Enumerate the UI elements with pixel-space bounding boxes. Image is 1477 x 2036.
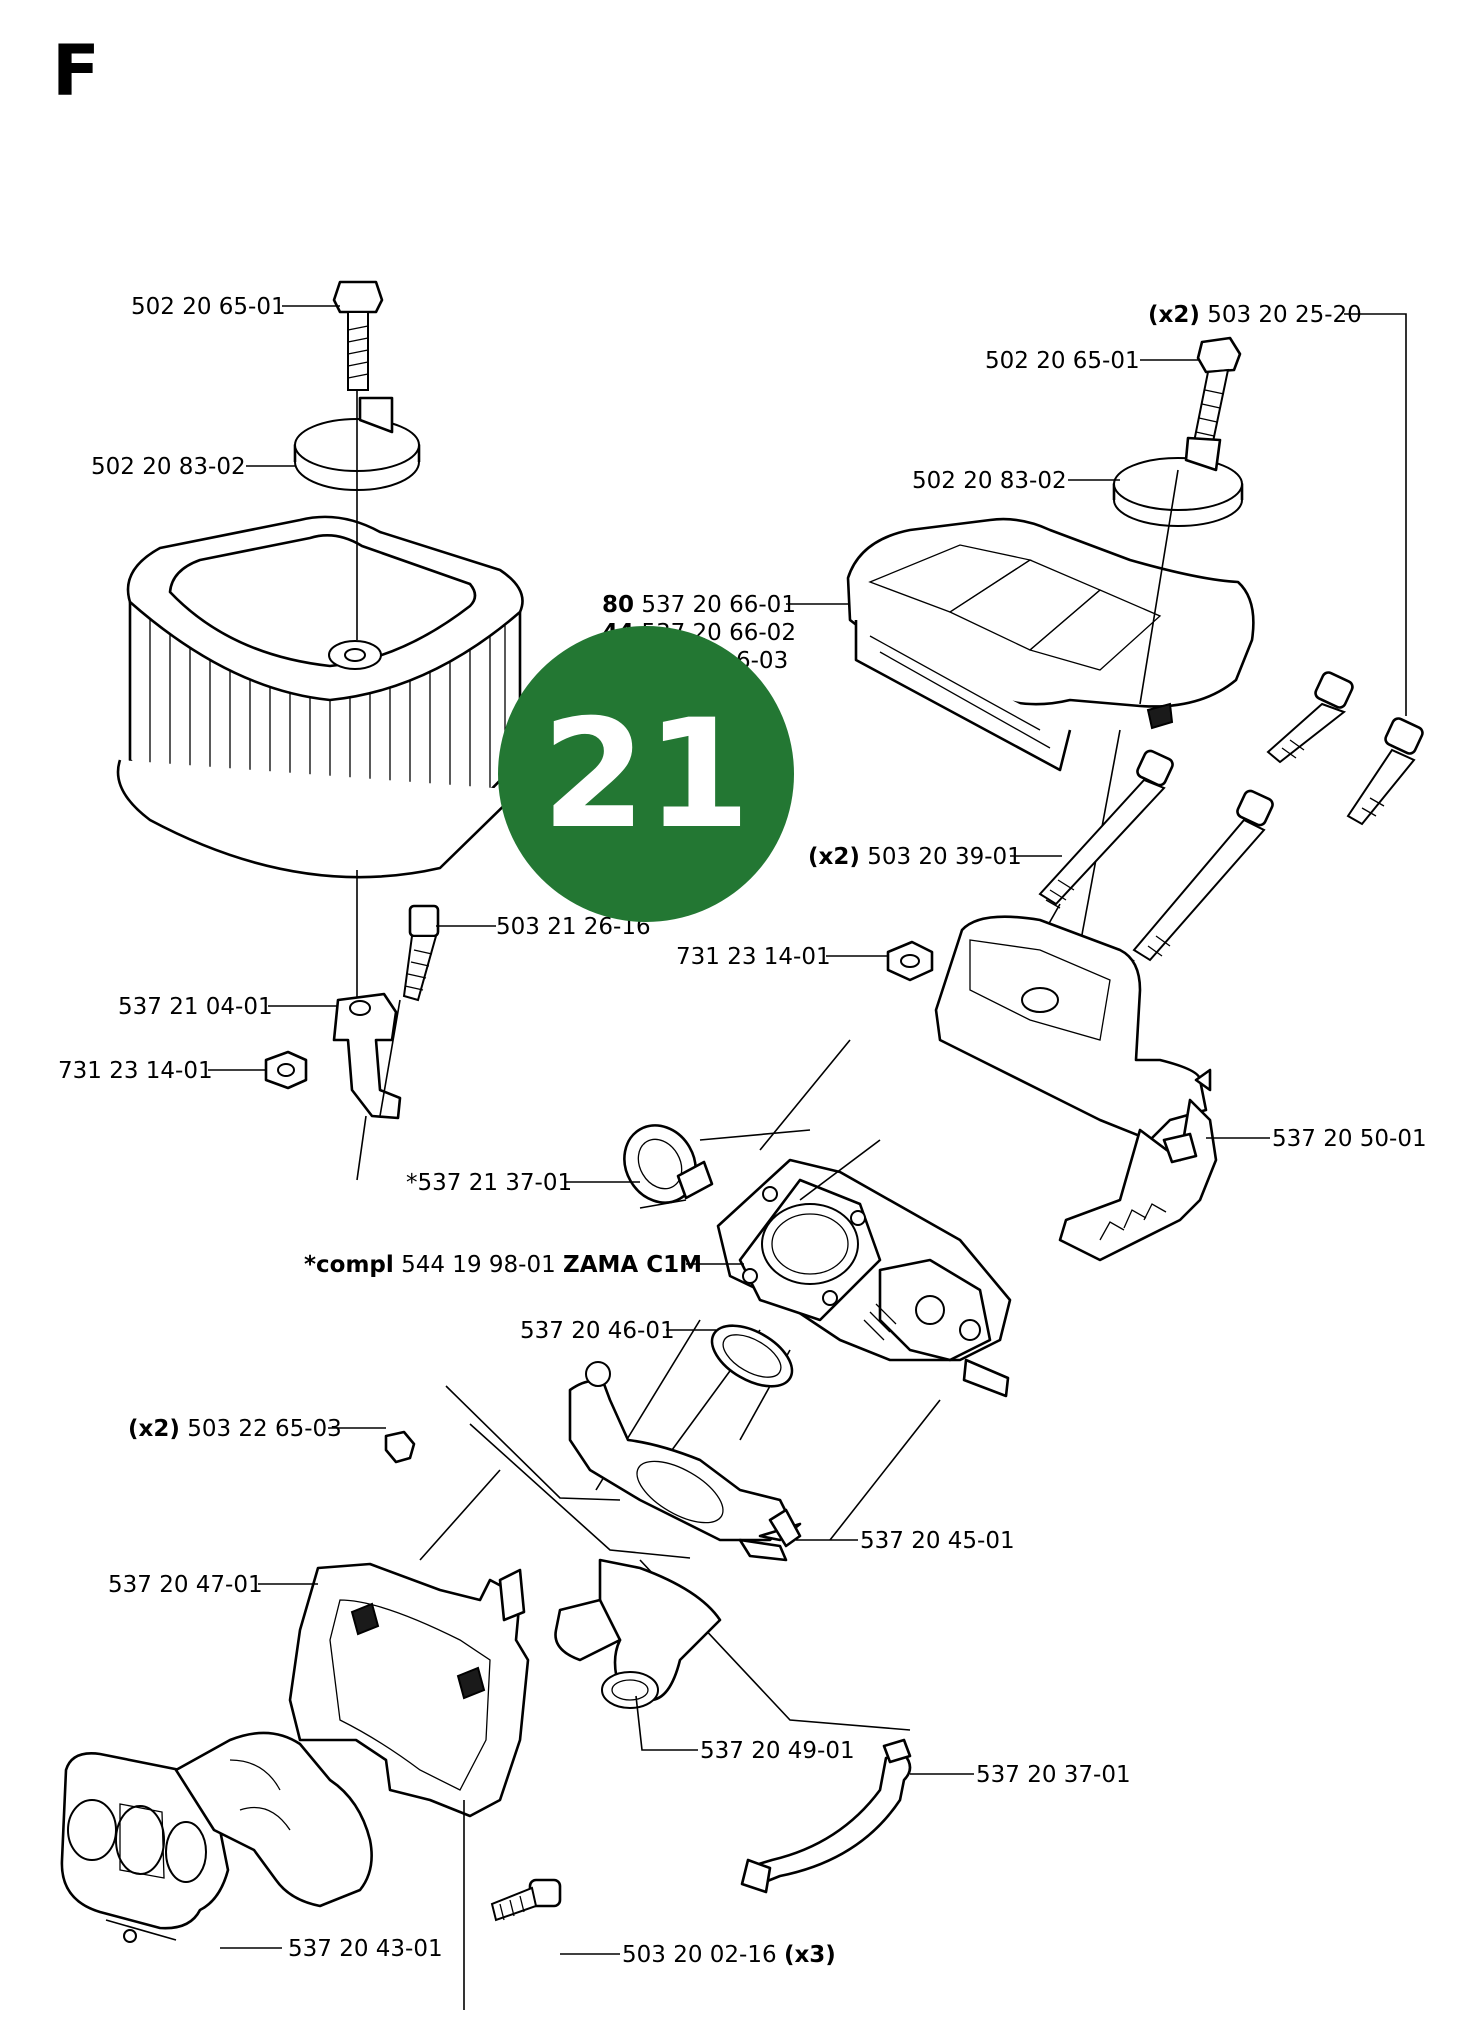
carb-diaphragm	[623, 1124, 714, 1204]
small-nut	[384, 1430, 416, 1464]
left-bolt	[332, 280, 384, 391]
long-screw-1	[1038, 749, 1174, 909]
callout-label: 502 20 83-02	[912, 468, 1067, 494]
left-air-filter	[116, 515, 524, 879]
callout-label: 731 23 14-01	[676, 944, 831, 970]
callout-label: 731 23 14-01	[58, 1058, 213, 1084]
long-screw-3	[1132, 789, 1274, 962]
callout-label: (x2) 503 20 25-20	[1148, 302, 1362, 328]
callout-label: (x2) 503 20 39-01	[808, 844, 1022, 870]
callout-labels: 502 20 65-01 502 20 83-02 (x2) 503 20 25…	[58, 294, 1427, 1968]
fuel-hose	[740, 1738, 912, 1894]
carburetor-bracket	[934, 915, 1218, 1262]
left-nut	[264, 1050, 308, 1090]
callout-label: 502 20 65-01	[131, 294, 286, 320]
page-number: 21	[542, 688, 751, 862]
long-screw-2	[1266, 671, 1354, 764]
gasket-ring	[710, 1324, 794, 1388]
long-screw-4	[1346, 717, 1424, 826]
callout-label: 537 20 45-01	[860, 1528, 1015, 1554]
section-letter: F	[52, 30, 100, 112]
callout-label: 537 20 50-01	[1272, 1126, 1427, 1152]
bottom-screw	[490, 1878, 562, 1922]
callout-label: 80 537 20 66-01	[602, 592, 796, 618]
callout-label: 537 20 47-01	[108, 1572, 263, 1598]
callout-label: 537 20 37-01	[976, 1762, 1131, 1788]
callout-label: (x2) 503 22 65-03	[128, 1416, 342, 1442]
callout-label: *compl 544 19 98-01 ZAMA C1M	[304, 1252, 702, 1278]
intake-flange	[568, 1361, 802, 1562]
callout-label: 503 20 02-16 (x3)	[622, 1942, 836, 1968]
intake-boot	[554, 1558, 722, 1709]
right-nut	[886, 940, 934, 982]
callout-label: 537 20 46-01	[520, 1318, 675, 1344]
callout-label: 537 21 04-01	[118, 994, 273, 1020]
callout-leaders	[208, 305, 1407, 1955]
left-bracket	[332, 992, 402, 1120]
callout-label: 537 20 49-01	[700, 1738, 855, 1764]
page-number-badge: 21	[498, 626, 794, 922]
carburetor	[716, 1158, 1012, 1398]
right-filter-cover	[846, 517, 1255, 772]
insulator-frame	[288, 1562, 530, 1818]
left-screw	[402, 904, 440, 1002]
intake-manifold	[60, 1731, 373, 1943]
callout-label: 502 20 65-01	[985, 348, 1140, 374]
callout-label: 502 20 83-02	[91, 454, 246, 480]
right-filter-knob	[1112, 436, 1244, 527]
callout-label: 537 20 43-01	[288, 1936, 443, 1962]
callout-label: *537 21 37-01	[406, 1170, 572, 1196]
